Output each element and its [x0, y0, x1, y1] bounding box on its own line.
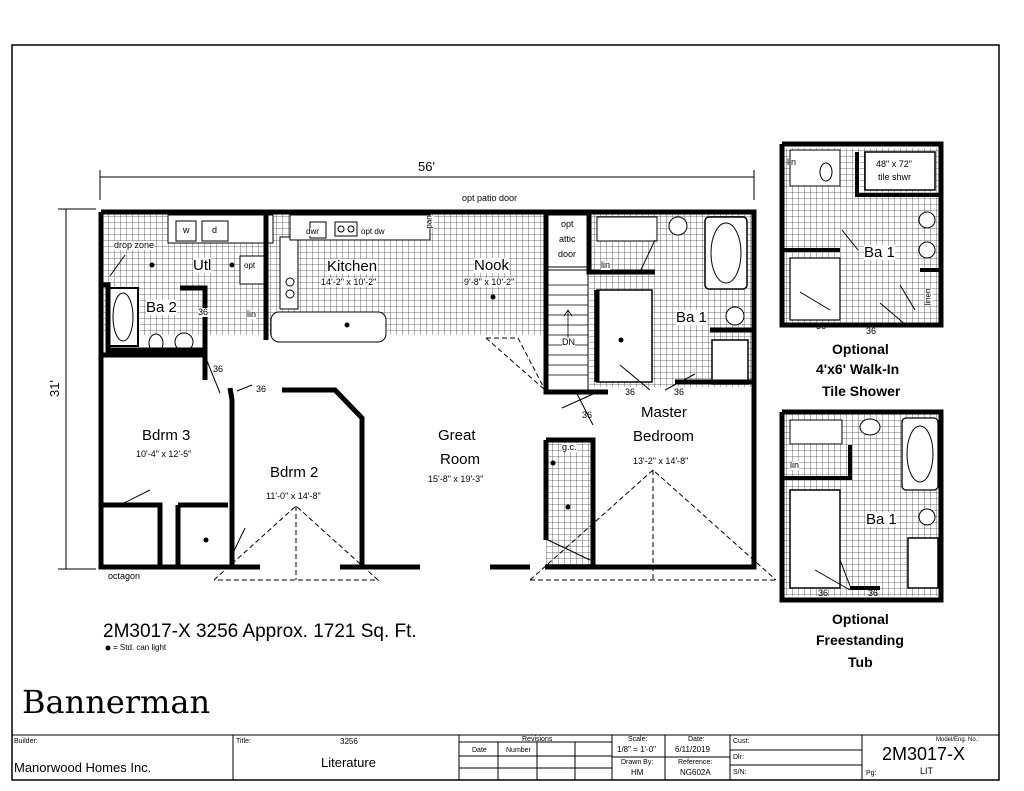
overall-width-dim: 56'	[418, 159, 435, 174]
shower-option-title-2: 4'x6' Walk-In	[816, 361, 900, 377]
washer-label: w	[183, 225, 190, 235]
door-swings	[109, 239, 696, 561]
patio-door-label: opt patio door	[462, 193, 518, 203]
attic-door-line2: attic	[559, 234, 576, 244]
title-number: 3256	[340, 737, 358, 746]
option-shower-plan	[779, 141, 944, 328]
shower-size-line2: tile shwr	[878, 172, 912, 182]
shower-option-title-3: Tile Shower	[822, 383, 901, 399]
overall-depth-dim: 31'	[46, 380, 62, 397]
door-36-bdrm3: 36	[213, 364, 224, 374]
nook-name: Nook	[474, 257, 510, 274]
master-line2: Bedroom	[633, 428, 694, 445]
door-36-bdrm2: 36	[256, 384, 267, 394]
page-label: Pg:	[866, 770, 877, 777]
bdrm3-name: Bdrm 3	[142, 427, 191, 444]
attic-door-line3: door	[558, 249, 577, 259]
nook-dims: 9'-8" x 10'-2"	[464, 277, 515, 287]
ba1-label: Ba 1	[676, 309, 707, 326]
page-value: LIT	[920, 766, 934, 776]
shower-option-lin: lin	[787, 157, 797, 167]
model-no-label: Model/Eng. No.:	[936, 737, 980, 743]
stairs-down-label: DN	[562, 337, 575, 347]
legend-text: = Std. can light	[113, 643, 167, 652]
dimension-lines	[58, 170, 755, 570]
utility-label: Utl	[193, 257, 212, 274]
dishwasher-drawer-label: dwr	[306, 227, 319, 236]
drop-zone-label: drop zone	[114, 240, 155, 250]
title-label: Title:	[236, 738, 251, 745]
shower-option-title-1: Optional	[832, 341, 889, 357]
master-line1: Master	[641, 404, 687, 421]
master-dims: 13'-2" x 14'-8"	[633, 456, 689, 466]
ba2-label: Ba 2	[146, 299, 177, 316]
kitchen-dims: 14'-2" x 10'-2"	[321, 277, 377, 287]
shower-option-ba1: Ba 1	[864, 244, 895, 261]
bdrm2-dims: 11'-0" x 14'-8"	[266, 491, 321, 501]
great-room-dims: 15'-8" x 19'-3"	[428, 474, 484, 484]
door-36-ba1-a: 36	[625, 387, 636, 397]
opt-dishwasher-label: opt dw	[361, 227, 385, 236]
attic-door-line1: opt	[561, 219, 574, 229]
revisions-label: Revisions	[522, 736, 553, 743]
date-label: Date:	[688, 736, 705, 743]
tub-option-title-1: Optional	[832, 611, 889, 627]
model-line: 2M3017-X 3256 Approx. 1721 Sq. Ft.	[103, 621, 417, 642]
tub-option-door-a: 36	[818, 588, 829, 598]
tub-option-title-2: Freestanding	[816, 632, 904, 648]
tub-option-door-b: 36	[868, 588, 879, 598]
scale-value: 1/8" = 1'-0"	[617, 745, 657, 754]
option-tub-plan	[779, 409, 944, 603]
sheet-border	[11, 44, 1000, 781]
door-36-master: 36	[582, 410, 593, 420]
bdrm3-dims: 10'-4" x 12'-5"	[136, 449, 192, 459]
kitchen-name: Kitchen	[327, 258, 378, 275]
model-no-value: 2M3017-X	[882, 744, 966, 764]
tub-option-ba1: Ba 1	[866, 511, 897, 528]
shower-size-line1: 48" x 72"	[876, 159, 912, 169]
reference-value: NG602A	[680, 768, 711, 777]
tub-option-lin: lin	[790, 460, 800, 470]
lin-label-ba1: lin	[601, 260, 611, 270]
tub-option-title-3: Tub	[848, 654, 873, 670]
shower-option-door-b: 36	[866, 326, 877, 336]
dryer-label: d	[212, 225, 218, 235]
title-value: Literature	[321, 755, 376, 770]
lin-label-utility: lin	[247, 309, 257, 319]
drawn-by-value: HM	[631, 768, 644, 777]
great-room-line1: Great	[438, 427, 476, 444]
sn-label: S/N:	[733, 769, 747, 776]
gc-label: g.c.	[562, 442, 577, 452]
date-value: 6/11/2019	[675, 745, 710, 754]
drawn-by-label: Drawn By:	[621, 759, 654, 766]
plan-name: Bannerman	[22, 683, 211, 721]
door-36-ba1-b: 36	[674, 387, 685, 397]
pantry-label: pan	[424, 215, 434, 229]
shower-option-linen: linen	[923, 288, 933, 306]
scale-label: Scale:	[628, 736, 648, 743]
builder-value: Manorwood Homes Inc.	[14, 760, 152, 775]
vaulted-ceilings	[213, 255, 777, 581]
builder-label: Builder:	[14, 738, 38, 745]
reference-label: Reference:	[678, 759, 713, 766]
bdrm2-name: Bdrm 2	[270, 464, 319, 481]
shower-option-door-a: 36	[816, 321, 827, 331]
revision-number-label: Number	[506, 747, 531, 754]
cust-label: Cust:	[733, 738, 750, 745]
opt-label: opt	[244, 261, 256, 270]
octagon-label: octagon	[108, 571, 141, 581]
door-36-ba2: 36	[198, 307, 209, 317]
revision-date-label: Date	[472, 747, 487, 754]
walls	[98, 209, 757, 570]
dlr-label: Dlr:	[733, 754, 744, 761]
great-room-line2: Room	[440, 451, 481, 468]
title-block-grid	[12, 734, 999, 780]
